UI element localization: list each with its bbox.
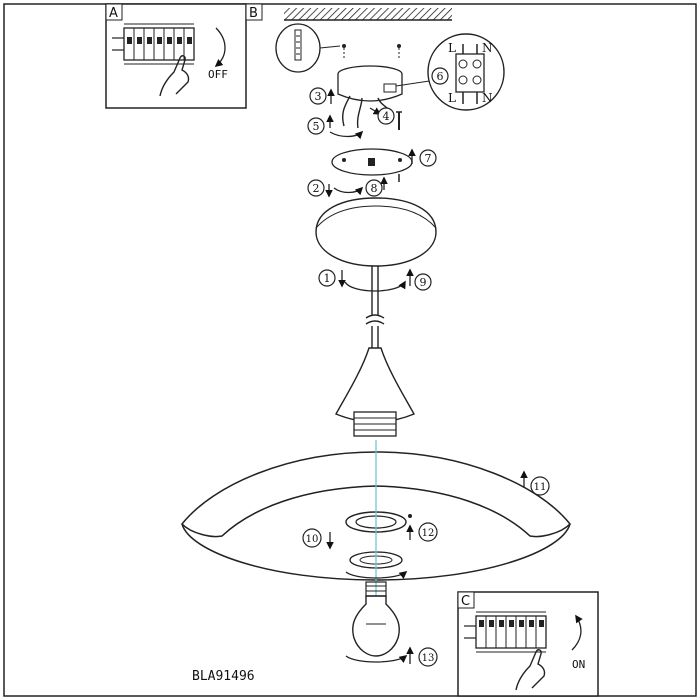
svg-text:3: 3 [315, 90, 322, 103]
socket-holder [335, 347, 415, 437]
svg-text:2: 2 [313, 182, 320, 195]
ceiling-screws [342, 44, 401, 60]
switch-off-label: OFF [208, 68, 228, 81]
svg-text:4: 4 [383, 110, 390, 123]
step-6-callout: 6 [431, 67, 449, 85]
panel-a-switch-off: A OFF [105, 3, 247, 109]
switch-off-arrow [214, 27, 226, 67]
rotate-arrow-step2-8 [333, 186, 364, 196]
svg-text:7: 7 [425, 152, 432, 165]
step-1-callout: 1 [318, 269, 336, 287]
svg-text:9: 9 [420, 276, 427, 289]
svg-text:12: 12 [422, 528, 435, 539]
svg-text:5: 5 [313, 120, 320, 133]
svg-text:11: 11 [534, 482, 547, 493]
pendant-cord [365, 266, 385, 350]
canopy [315, 197, 437, 267]
step-callouts: 3 4 5 6 7 2 8 1 9 11 10 12 13 [302, 67, 550, 667]
svg-text:13: 13 [422, 653, 435, 664]
step-2-callout: 2 [307, 179, 325, 197]
wall-plug-detail [275, 23, 341, 73]
terminal-block-detail: L N L N [395, 33, 505, 111]
step-12-callout: 12 [418, 522, 438, 542]
ceiling-hatch [284, 8, 452, 20]
svg-text:6: 6 [437, 70, 444, 83]
step-8-callout: 8 [365, 179, 383, 197]
panel-a-tag: A [109, 6, 118, 21]
step-3-callout: 3 [309, 87, 327, 105]
breaker-block-on [464, 611, 547, 653]
shade-ring [345, 511, 412, 569]
svg-text:1: 1 [324, 272, 331, 285]
outer-frame [3, 3, 697, 697]
terminal-label-top-left: L [448, 41, 456, 55]
rotate-arrow-step5 [329, 130, 364, 140]
step-11-callout: 11 [530, 476, 550, 496]
ceiling-mount-cup [337, 65, 403, 130]
panel-c-switch-on: C ON [457, 591, 599, 697]
rotate-arrow-step13 [345, 655, 408, 663]
step-5-callout: 5 [307, 117, 325, 135]
rotate-arrow-step1-9 [344, 280, 406, 292]
terminal-label-bottom-right: N [482, 91, 493, 105]
step-13-callout: 13 [418, 647, 438, 667]
hand-icon [159, 55, 190, 97]
switch-on-label: ON [572, 658, 585, 671]
step-4-callout: 4 [377, 107, 395, 125]
switch-on-arrow [571, 614, 583, 651]
terminal-label-top-right: N [482, 41, 493, 55]
step-10-callout: 10 [302, 528, 322, 548]
light-bulb [352, 581, 400, 657]
step-9-callout: 9 [414, 273, 432, 291]
panel-b-tag-box [245, 3, 263, 21]
direction-arrows [325, 88, 528, 664]
svg-text:10: 10 [306, 534, 319, 545]
terminal-label-bottom-left: L [448, 91, 456, 105]
svg-text:8: 8 [371, 182, 378, 195]
model-code: BLA91496 [192, 669, 255, 684]
hand-icon [515, 649, 546, 691]
rotate-arrow-step10 [345, 571, 408, 579]
step-7-callout: 7 [419, 149, 437, 167]
panel-b-tag: B [249, 6, 258, 21]
panel-c-tag: C [461, 594, 470, 609]
breaker-block-off [112, 23, 195, 65]
mounting-bracket-plate [331, 148, 413, 182]
